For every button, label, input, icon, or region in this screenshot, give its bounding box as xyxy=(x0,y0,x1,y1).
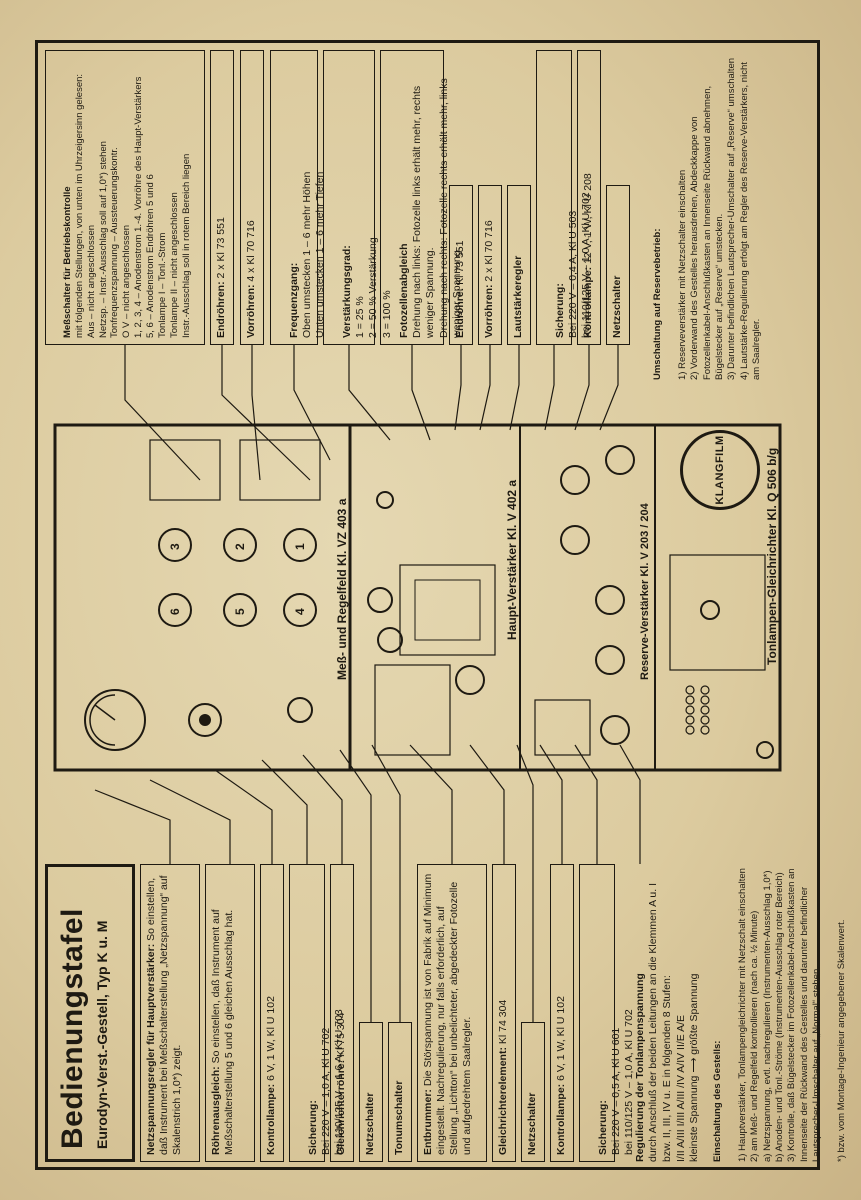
tube-number-4: 4 xyxy=(293,608,307,615)
section-label-reserveverstaerker: Reserve-Verstärker Kl. V 203 / 204 xyxy=(639,503,651,680)
tube-number-6: 6 xyxy=(168,608,182,615)
leader-lines-right xyxy=(124,345,619,481)
tube-number-3: 3 xyxy=(168,543,182,550)
haupt-verstaerker xyxy=(367,491,496,756)
section-label-hauptverstaerker: Haupt-Verstärker Kl. V 402 a xyxy=(505,479,519,640)
tube-number-2: 2 xyxy=(233,543,247,550)
tonlampen-gleichrichter xyxy=(669,554,774,759)
klangfilm-logo: KLANGFILM xyxy=(680,430,760,510)
mess-regelfeld xyxy=(84,439,321,751)
tube-number-5: 5 xyxy=(233,608,247,615)
section-label-gleichrichter: Tonlampen-Gleichrichter Kl. Q 506 b/g xyxy=(765,447,779,665)
tube-number-1: 1 xyxy=(293,543,307,550)
rack-outline xyxy=(53,423,782,772)
section-label-messfeld: Meß- und Regelfeld Kl. VZ 403 a xyxy=(335,498,349,680)
reserve-verstaerker xyxy=(534,445,635,756)
logo-text: KLANGFILM xyxy=(714,435,726,505)
leader-lines-left xyxy=(94,744,641,1022)
tube-sockets xyxy=(158,528,317,627)
